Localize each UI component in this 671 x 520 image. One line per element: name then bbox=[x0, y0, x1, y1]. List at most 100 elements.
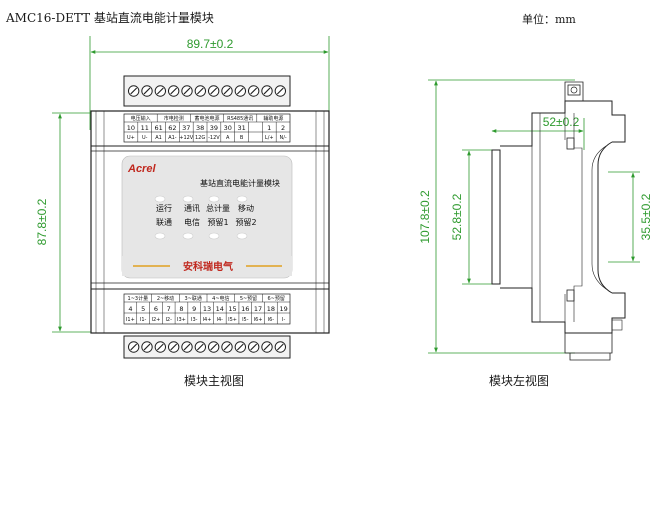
side-depth-dimension bbox=[491, 118, 585, 150]
terminal-number: 5 bbox=[141, 305, 145, 313]
terminal-screw bbox=[261, 341, 273, 353]
terminal-screw bbox=[234, 85, 247, 97]
terminal-screw bbox=[167, 85, 180, 97]
terminal-number: 2 bbox=[281, 124, 285, 132]
bottom-terminal-screws bbox=[127, 341, 287, 353]
terminal-signal: I2+ bbox=[151, 317, 160, 323]
indicator-led bbox=[236, 232, 248, 240]
terminal-number: 37 bbox=[182, 124, 190, 132]
side-body-height-label: 52.8±0.2 bbox=[450, 193, 464, 240]
indicator-led bbox=[154, 195, 166, 203]
terminal-signal: B bbox=[240, 135, 244, 141]
indicator-label: 预留1 bbox=[207, 217, 228, 227]
terminal-signal: U- bbox=[142, 135, 148, 141]
terminal-number: 16 bbox=[241, 305, 249, 313]
terminal-number: 14 bbox=[216, 305, 224, 313]
terminal-screw bbox=[194, 341, 207, 353]
terminal-number: 6 bbox=[154, 305, 158, 313]
terminal-group-label: 蓄电池电源 bbox=[194, 115, 219, 122]
terminal-signal: N/- bbox=[279, 135, 286, 141]
terminal-screw bbox=[181, 85, 193, 97]
terminal-group-label: 1~3计量 bbox=[128, 295, 149, 302]
side-total-height-label: 107.8±0.2 bbox=[418, 190, 432, 244]
indicator-led bbox=[182, 232, 194, 240]
indicator-led bbox=[154, 232, 166, 240]
terminal-number: 4 bbox=[128, 305, 132, 313]
terminal-number: 17 bbox=[254, 305, 262, 313]
company-name: 安科瑞电气 bbox=[183, 260, 233, 273]
terminal-screw bbox=[141, 85, 153, 97]
terminal-number: 15 bbox=[228, 305, 236, 313]
indicator-led bbox=[236, 195, 248, 203]
indicator-label: 通讯 bbox=[184, 203, 200, 213]
terminal-number: 13 bbox=[203, 305, 211, 313]
indicator-led bbox=[208, 195, 220, 203]
terminal-signal: -12V bbox=[208, 135, 220, 141]
terminal-screw bbox=[234, 341, 247, 353]
terminal-signal: I1+ bbox=[126, 317, 135, 323]
terminal-screw bbox=[274, 341, 287, 353]
terminal-number: 8 bbox=[179, 305, 183, 313]
terminal-signal: I4- bbox=[217, 317, 224, 323]
terminal-signal: I6- bbox=[268, 317, 275, 323]
side-rail-dimension bbox=[608, 171, 640, 263]
indicator-label: 联通 bbox=[156, 217, 172, 227]
terminal-screw bbox=[194, 85, 207, 97]
front-width-label: 89.7±0.2 bbox=[187, 37, 234, 51]
indicator-label: 电信 bbox=[184, 217, 200, 227]
terminal-signal: A1- bbox=[168, 135, 177, 141]
terminal-signal: I4+ bbox=[203, 317, 212, 323]
terminal-screw bbox=[207, 85, 220, 97]
terminal-number: 31 bbox=[237, 124, 245, 132]
terminal-number: 38 bbox=[196, 124, 204, 132]
terminal-number: 39 bbox=[210, 124, 218, 132]
terminal-signal: 12G bbox=[195, 135, 205, 141]
terminal-number: 18 bbox=[267, 305, 275, 313]
indicator-label: 预留2 bbox=[235, 217, 256, 227]
terminal-screw bbox=[221, 341, 233, 353]
indicator-led bbox=[182, 195, 194, 203]
front-height-label: 87.8±0.2 bbox=[35, 198, 49, 245]
indicator-led bbox=[208, 232, 220, 240]
terminal-signal: I6+ bbox=[254, 317, 263, 323]
terminal-screw bbox=[141, 341, 153, 353]
terminal-number: 7 bbox=[167, 305, 171, 313]
terminal-screw bbox=[247, 341, 260, 353]
product-name: 基站直流电能计量模块 bbox=[200, 178, 280, 188]
terminal-number: 1 bbox=[267, 124, 271, 132]
terminal-group-label: 4~电信 bbox=[212, 295, 229, 302]
terminal-signal: U+ bbox=[127, 135, 135, 141]
brand-logo: Acrel bbox=[127, 163, 156, 175]
terminal-screw bbox=[127, 341, 140, 353]
terminal-signal: +12V bbox=[179, 135, 194, 141]
terminal-screw bbox=[181, 341, 193, 353]
terminal-group-label: 5~预留 bbox=[240, 295, 257, 302]
side-body-dimension bbox=[462, 149, 497, 285]
indicator-label: 移动 bbox=[238, 203, 254, 213]
document-title: AMC16-DETT 基站直流电能计量模块 bbox=[6, 11, 214, 25]
terminal-number: 30 bbox=[224, 124, 232, 132]
terminal-signal: I5- bbox=[242, 317, 249, 323]
indicator-label: 运行 bbox=[156, 203, 172, 213]
terminal-screw bbox=[127, 85, 140, 97]
terminal-group-label: 市电检测 bbox=[164, 115, 184, 122]
terminal-screw bbox=[207, 341, 220, 353]
terminal-screw bbox=[247, 85, 260, 97]
terminal-group-label: 6~预留 bbox=[267, 295, 284, 302]
terminal-screw bbox=[167, 341, 180, 353]
front-view-caption: 模块主视图 bbox=[184, 374, 245, 388]
terminal-screw bbox=[274, 85, 287, 97]
side-height-dimension bbox=[428, 79, 575, 354]
side-rail-label: 35.5±0.2 bbox=[639, 193, 653, 240]
terminal-number: 10 bbox=[127, 124, 135, 132]
terminal-signal: I3- bbox=[191, 317, 198, 323]
terminal-group-label: 3~联通 bbox=[184, 295, 201, 302]
terminal-number: 61 bbox=[154, 124, 162, 132]
terminal-screw bbox=[221, 85, 233, 97]
terminal-screw bbox=[154, 85, 167, 97]
side-view: 107.8±0.2 52.8±0.2 52±0.2 35.5±0.2 bbox=[418, 79, 653, 361]
